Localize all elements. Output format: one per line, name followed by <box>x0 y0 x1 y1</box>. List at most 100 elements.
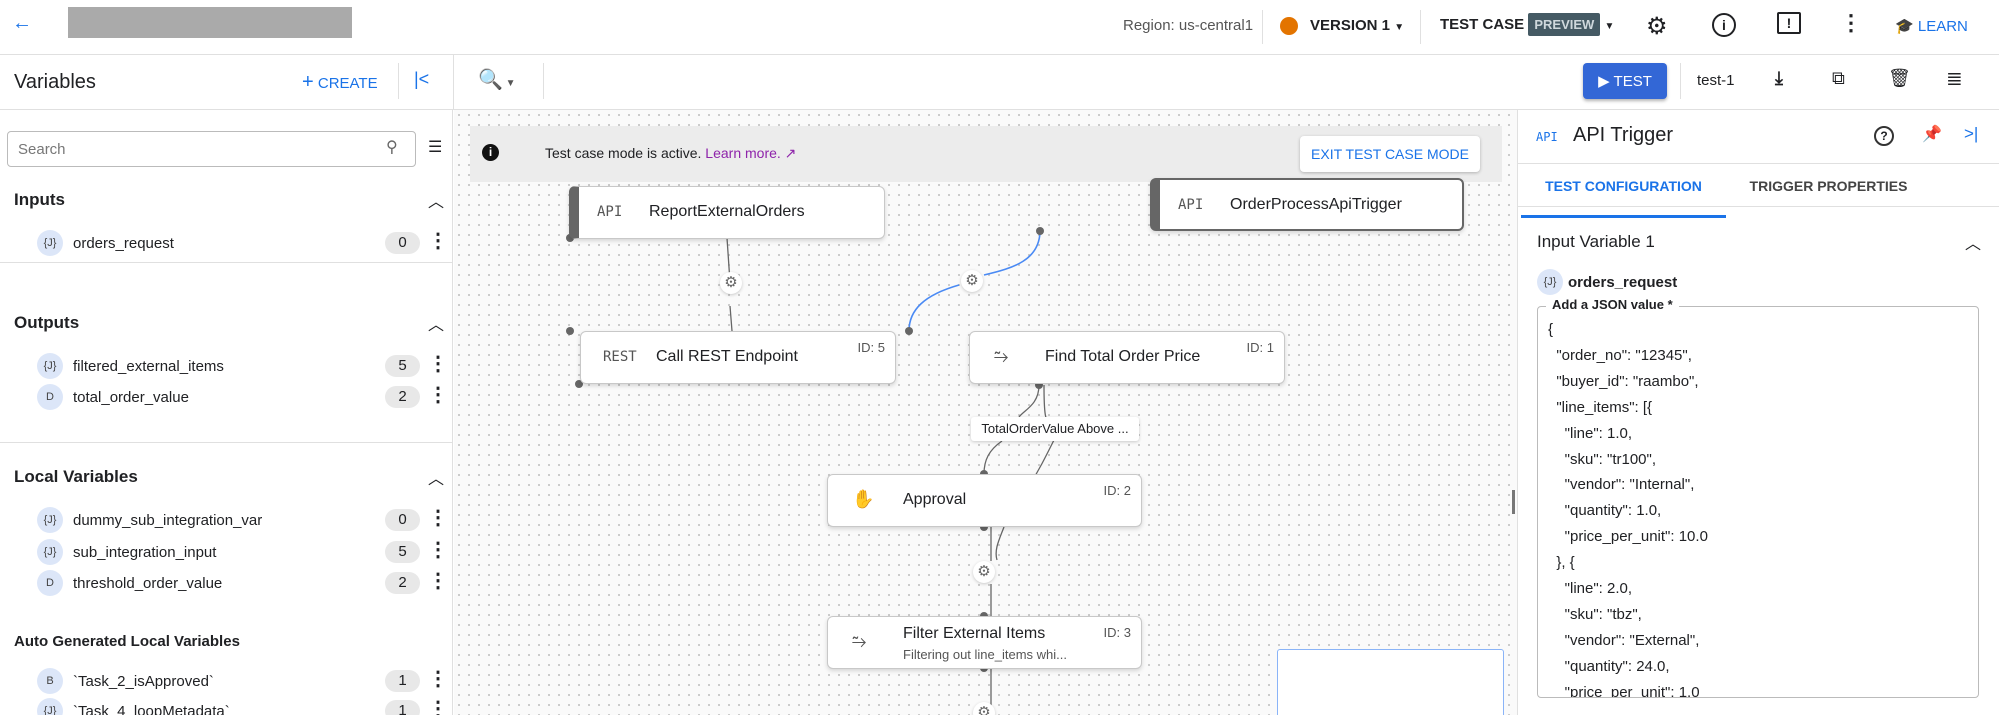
node-report-external-orders[interactable]: API ReportExternalOrders <box>569 186 885 239</box>
more-vert-icon[interactable]: ⋮ <box>428 539 448 561</box>
resize-handle[interactable] <box>1512 490 1515 514</box>
zoom-in-icon: 🔍 <box>478 69 503 91</box>
more-vert-icon[interactable]: ⋮ <box>428 507 448 529</box>
node-id: ID: 1 <box>1246 340 1274 355</box>
divider <box>0 262 452 263</box>
data-mapping-icon: ⥲ <box>852 631 867 652</box>
help-icon[interactable]: ? <box>1874 126 1894 146</box>
top-bar: ← Region: us-central1 VERSION 1 ▼ TEST C… <box>0 0 1999 55</box>
exit-test-case-mode-button[interactable]: EXIT TEST CASE MODE <box>1300 136 1480 172</box>
version-dropdown[interactable]: VERSION 1 ▼ <box>1310 17 1404 34</box>
redacted-title <box>68 7 352 38</box>
json-type-icon: {J} <box>37 230 63 256</box>
run-test-button[interactable]: ▶ TEST <box>1583 63 1667 99</box>
node-order-process-api-trigger[interactable]: API OrderProcessApiTrigger <box>1150 178 1464 231</box>
node-id: ID: 5 <box>857 340 885 355</box>
node-find-total-order-price[interactable]: ⥲ Find Total Order Price ID: 1 <box>969 331 1285 384</box>
edge-gear-icon[interactable]: ⚙ <box>720 272 742 294</box>
collapse-panel-icon[interactable]: |< <box>414 69 430 89</box>
variable-name[interactable]: threshold_order_value <box>73 575 223 592</box>
feedback-icon[interactable]: ! <box>1777 12 1801 34</box>
tab-test-configuration[interactable]: TEST CONFIGURATION <box>1521 176 1726 218</box>
section-auto-generated: Auto Generated Local Variables <box>14 633 240 650</box>
collapse-panel-icon[interactable]: >| <box>1964 124 1979 143</box>
node-filter-external-items[interactable]: ⥲ Filter External Items Filtering out li… <box>827 616 1142 669</box>
double-type-icon: D <box>37 384 63 410</box>
node-call-rest-endpoint[interactable]: REST Call REST Endpoint ID: 5 <box>580 331 896 384</box>
variable-name[interactable]: `Task_4_loopMetadata` <box>73 703 230 715</box>
settings-gear-icon[interactable]: ⚙ <box>1646 13 1668 40</box>
external-link-icon: ↗ <box>784 145 797 161</box>
menu-lines-icon[interactable]: ≣ <box>1946 68 1963 90</box>
learn-more-link[interactable]: Learn more. <box>705 145 781 161</box>
edge-selected <box>908 231 1041 332</box>
section-inputs: Inputs <box>14 190 65 209</box>
variable-name[interactable]: sub_integration_input <box>73 544 217 561</box>
variable-name[interactable]: dummy_sub_integration_var <box>73 512 263 529</box>
divider <box>453 55 454 110</box>
variable-name[interactable]: orders_request <box>73 235 174 252</box>
integration-canvas[interactable]: i Test case mode is active. Learn more. … <box>454 110 1517 715</box>
preview-badge: PREVIEW <box>1528 13 1601 36</box>
sort-icon[interactable]: ☰ <box>428 139 443 156</box>
node-id: ID: 3 <box>1103 625 1131 640</box>
api-icon: API <box>597 204 623 220</box>
variable-name[interactable]: filtered_external_items <box>73 358 224 375</box>
info-icon: i <box>482 144 499 161</box>
collapse-chevron-icon[interactable]: ︿ <box>428 317 445 334</box>
delete-icon[interactable]: 🗑 <box>1888 68 1911 88</box>
info-icon[interactable]: i <box>1712 13 1736 37</box>
more-vert-icon[interactable]: ⋮ <box>1840 10 1862 35</box>
collapse-chevron-icon[interactable]: ︿ <box>428 194 445 211</box>
collapse-chevron-icon[interactable]: ︿ <box>428 471 445 488</box>
usage-count: 0 <box>385 232 420 254</box>
more-vert-icon[interactable]: ⋮ <box>428 384 448 406</box>
minimap[interactable] <box>1277 649 1504 715</box>
edge-gear-icon[interactable]: ⚙ <box>973 561 995 583</box>
json-field-label: Add a JSON value * <box>1546 297 1679 312</box>
usage-count: 2 <box>385 572 420 594</box>
download-icon[interactable]: ⤓ <box>1775 68 1783 88</box>
version-label: VERSION 1 <box>1310 17 1391 34</box>
play-icon: ▶ <box>1598 73 1610 90</box>
more-vert-icon[interactable]: ⋮ <box>428 353 448 375</box>
toolbar: Variables + CREATE |< 🔍 ▼ ▶ TEST test-1 … <box>0 55 1999 110</box>
copy-icon[interactable]: ⧉ <box>1832 68 1845 88</box>
exit-label: EXIT TEST CASE MODE <box>1311 146 1469 162</box>
learn-link[interactable]: 🎓 LEARN <box>1895 17 1968 35</box>
node-id: ID: 2 <box>1103 483 1131 498</box>
json-value-textarea[interactable]: { "order_no": "12345", "buyer_id": "raam… <box>1537 306 1979 698</box>
more-vert-icon[interactable]: ⋮ <box>428 698 448 715</box>
collapse-chevron-icon[interactable]: ︿ <box>1965 236 1982 253</box>
more-vert-icon[interactable]: ⋮ <box>428 230 448 252</box>
edge-condition-label[interactable]: TotalOrderValue Above ... <box>971 417 1139 441</box>
usage-count: 1 <box>385 700 420 715</box>
divider <box>1680 63 1681 99</box>
data-mapping-icon: ⥲ <box>994 346 1009 367</box>
pin-icon[interactable]: 📌 <box>1922 126 1942 143</box>
divider <box>398 63 399 99</box>
usage-count: 5 <box>385 541 420 563</box>
more-vert-icon[interactable]: ⋮ <box>428 668 448 690</box>
node-approval[interactable]: ✋ Approval ID: 2 <box>827 474 1142 527</box>
variable-name[interactable]: total_order_value <box>73 389 189 406</box>
edge-gear-icon[interactable]: ⚙ <box>973 702 995 715</box>
create-variable-button[interactable]: + CREATE <box>302 71 378 94</box>
variable-name: orders_request <box>1568 274 1678 291</box>
divider <box>543 63 544 99</box>
node-subtitle: Filtering out line_items whi... <box>903 647 1068 662</box>
caret-down-icon: ▼ <box>1604 21 1615 32</box>
boolean-type-icon: B <box>37 668 63 694</box>
back-arrow-icon[interactable]: ← <box>12 12 32 34</box>
node-title: Find Total Order Price <box>1045 348 1201 365</box>
divider <box>1518 206 1999 207</box>
edge-gear-icon[interactable]: ⚙ <box>961 270 983 292</box>
tab-trigger-properties[interactable]: TRIGGER PROPERTIES <box>1749 178 1908 194</box>
variable-name[interactable]: `Task_2_isApproved` <box>73 673 214 690</box>
zoom-dropdown[interactable]: 🔍 ▼ <box>478 67 516 92</box>
test-case-dropdown[interactable]: TEST CASE PREVIEW ▼ <box>1440 13 1615 36</box>
more-vert-icon[interactable]: ⋮ <box>428 570 448 592</box>
search-input[interactable]: Search <box>7 131 416 167</box>
input-variable-title: Input Variable 1 <box>1537 232 1655 251</box>
divider <box>1420 10 1421 44</box>
